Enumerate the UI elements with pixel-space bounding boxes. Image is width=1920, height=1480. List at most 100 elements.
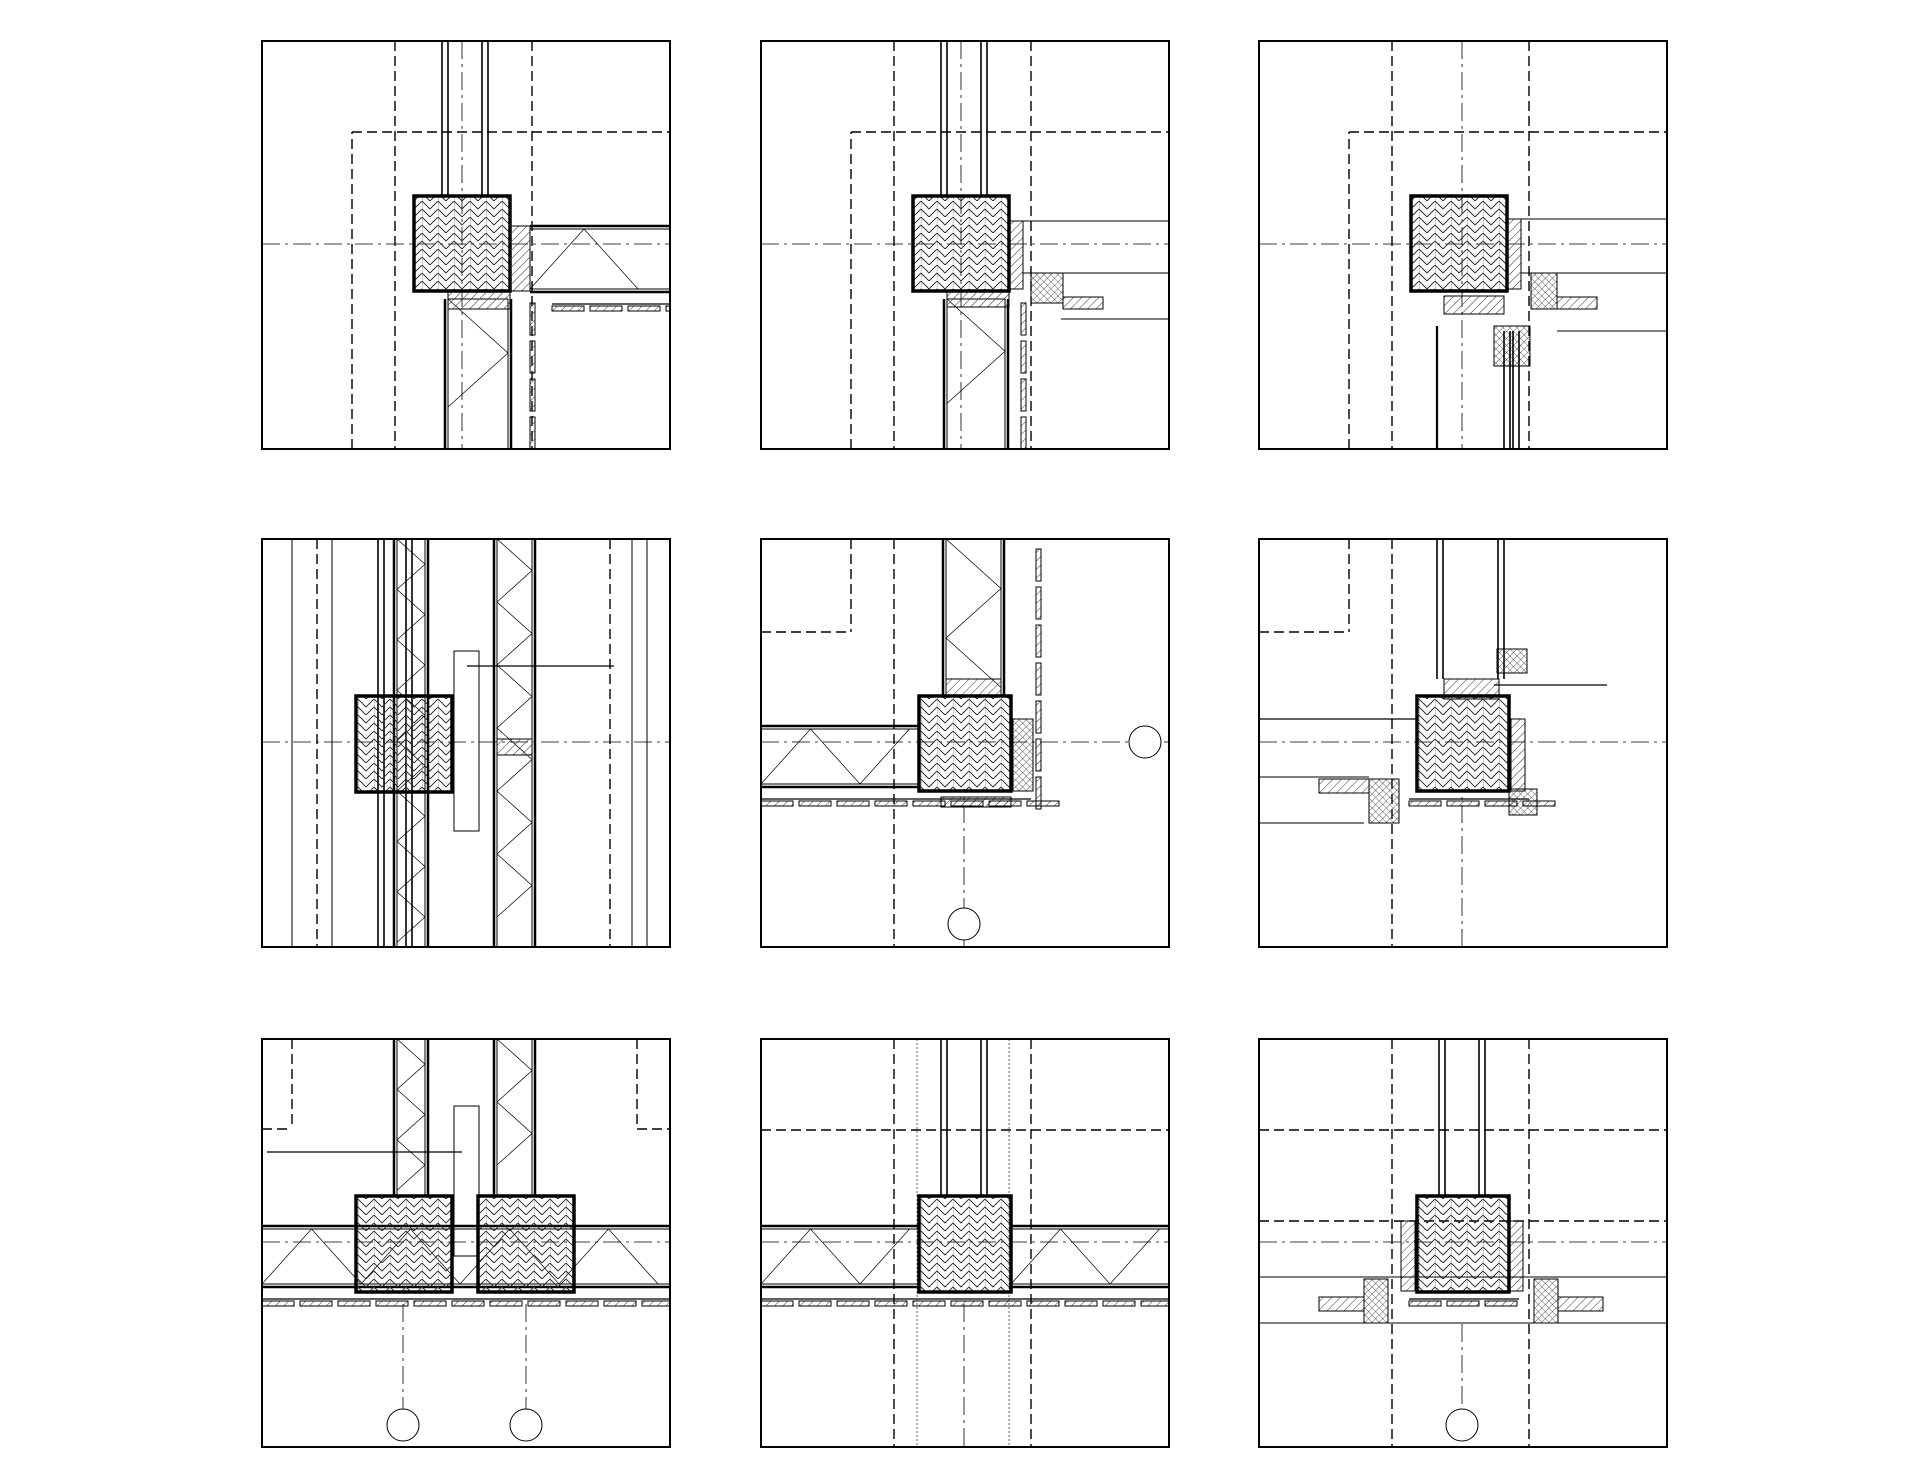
detail-panel-2-1 xyxy=(261,538,671,948)
panel-content xyxy=(262,539,670,947)
hatched-member xyxy=(641,1300,670,1307)
hatched-member xyxy=(1363,1278,1389,1324)
panel-frame xyxy=(760,538,1170,948)
hatched-member xyxy=(1035,586,1042,620)
hatched-member xyxy=(836,1300,870,1307)
hatched-member xyxy=(1484,1300,1518,1307)
insulation-layer xyxy=(447,298,509,449)
hatched-member xyxy=(761,1300,794,1307)
hatched-member xyxy=(529,302,536,336)
grid-marker-circle xyxy=(1128,725,1162,759)
hatched-member xyxy=(1035,738,1042,772)
insulation-zigzag xyxy=(262,1228,659,1285)
detail-panel-3-3 xyxy=(1258,1038,1668,1448)
hatched-member xyxy=(1020,340,1027,374)
panel-content xyxy=(761,1039,1169,1447)
detail-panel-2-3 xyxy=(1258,538,1668,948)
hatched-member xyxy=(1020,416,1027,449)
hatched-member xyxy=(1318,1296,1365,1312)
hatched-member xyxy=(603,1300,637,1307)
panel-frame xyxy=(1258,40,1668,450)
timber-post xyxy=(412,194,512,293)
hatched-member xyxy=(1035,662,1042,696)
panel-content xyxy=(262,1039,670,1442)
hatched-member xyxy=(1140,1300,1169,1307)
hatched-member xyxy=(874,1300,908,1307)
hatched-member xyxy=(665,305,670,312)
panel-frame xyxy=(261,538,671,948)
hatched-member xyxy=(1533,1278,1559,1324)
hatched-member xyxy=(874,800,908,807)
grid-marker-circle xyxy=(386,1408,420,1442)
hatched-member xyxy=(589,305,623,312)
hatched-member xyxy=(551,305,585,312)
hatched-member xyxy=(1035,548,1042,582)
detail-panel-3-1 xyxy=(261,1038,671,1448)
insulation-zigzag xyxy=(396,1039,426,1191)
detail-panel-2-2 xyxy=(760,538,1170,948)
hatched-member xyxy=(1062,296,1104,310)
insulation-zigzag xyxy=(496,1039,533,1166)
hatched-member xyxy=(447,290,511,310)
panel-frame xyxy=(261,1038,671,1448)
grid-marker-circle xyxy=(509,1408,543,1442)
hatched-member xyxy=(489,1300,523,1307)
hatched-member xyxy=(527,1300,561,1307)
grid-marker-circle xyxy=(947,907,981,941)
insulation-zigzag xyxy=(529,228,639,290)
hatched-member xyxy=(1446,1300,1480,1307)
hatched-member xyxy=(946,290,1010,308)
hatched-member xyxy=(529,340,536,374)
hatched-member xyxy=(945,678,1002,697)
detail-panel-1-3 xyxy=(1258,40,1668,450)
insulation-zigzag xyxy=(496,539,533,918)
hatched-member xyxy=(836,800,870,807)
hatched-member xyxy=(413,1300,447,1307)
hatched-member xyxy=(565,1300,599,1307)
panel-content xyxy=(1259,41,1667,449)
hatched-member xyxy=(1556,296,1598,310)
hatched-member xyxy=(453,650,480,832)
insulation-zigzag xyxy=(447,298,509,408)
insulation-layer xyxy=(262,1228,670,1285)
hatched-member xyxy=(451,1300,485,1307)
insulation-zigzag xyxy=(945,539,1002,688)
hatched-member xyxy=(299,1300,333,1307)
hatched-member xyxy=(1530,272,1558,310)
hatched-member xyxy=(529,378,536,412)
timber-post xyxy=(476,1194,576,1294)
timber-post xyxy=(1409,194,1509,293)
hatched-member xyxy=(950,1300,984,1307)
hatched-member xyxy=(950,800,984,807)
insulation-zigzag xyxy=(761,728,910,785)
hatched-member xyxy=(375,1300,409,1307)
insulation-layer xyxy=(946,298,1006,449)
hatched-member xyxy=(262,1300,295,1307)
timber-post xyxy=(354,694,454,794)
hatched-member xyxy=(1496,648,1528,674)
panel-frame xyxy=(1258,1038,1668,1448)
insulation-zigzag xyxy=(1010,1228,1160,1285)
insulation-layer xyxy=(761,1228,920,1285)
hatched-member xyxy=(1026,1300,1060,1307)
hatched-member xyxy=(1522,800,1556,807)
hatched-member xyxy=(1030,272,1064,304)
hatched-member xyxy=(509,225,531,292)
hatched-member xyxy=(1318,778,1370,794)
insulation-layer xyxy=(396,1039,426,1197)
timber-post xyxy=(354,1194,454,1294)
hatched-member xyxy=(1408,800,1442,807)
hatched-member xyxy=(1368,778,1400,824)
hatched-member xyxy=(1102,1300,1136,1307)
hatched-member xyxy=(1020,302,1027,336)
hatched-member xyxy=(1064,1300,1098,1307)
hatched-member xyxy=(1408,1300,1442,1307)
hatched-member xyxy=(1508,1220,1524,1292)
timber-post xyxy=(911,194,1011,293)
hatched-member xyxy=(1400,1220,1416,1292)
panel-frame xyxy=(760,1038,1170,1448)
panel-content xyxy=(262,41,670,449)
panel-content xyxy=(761,539,1169,947)
timber-post xyxy=(1415,694,1511,793)
